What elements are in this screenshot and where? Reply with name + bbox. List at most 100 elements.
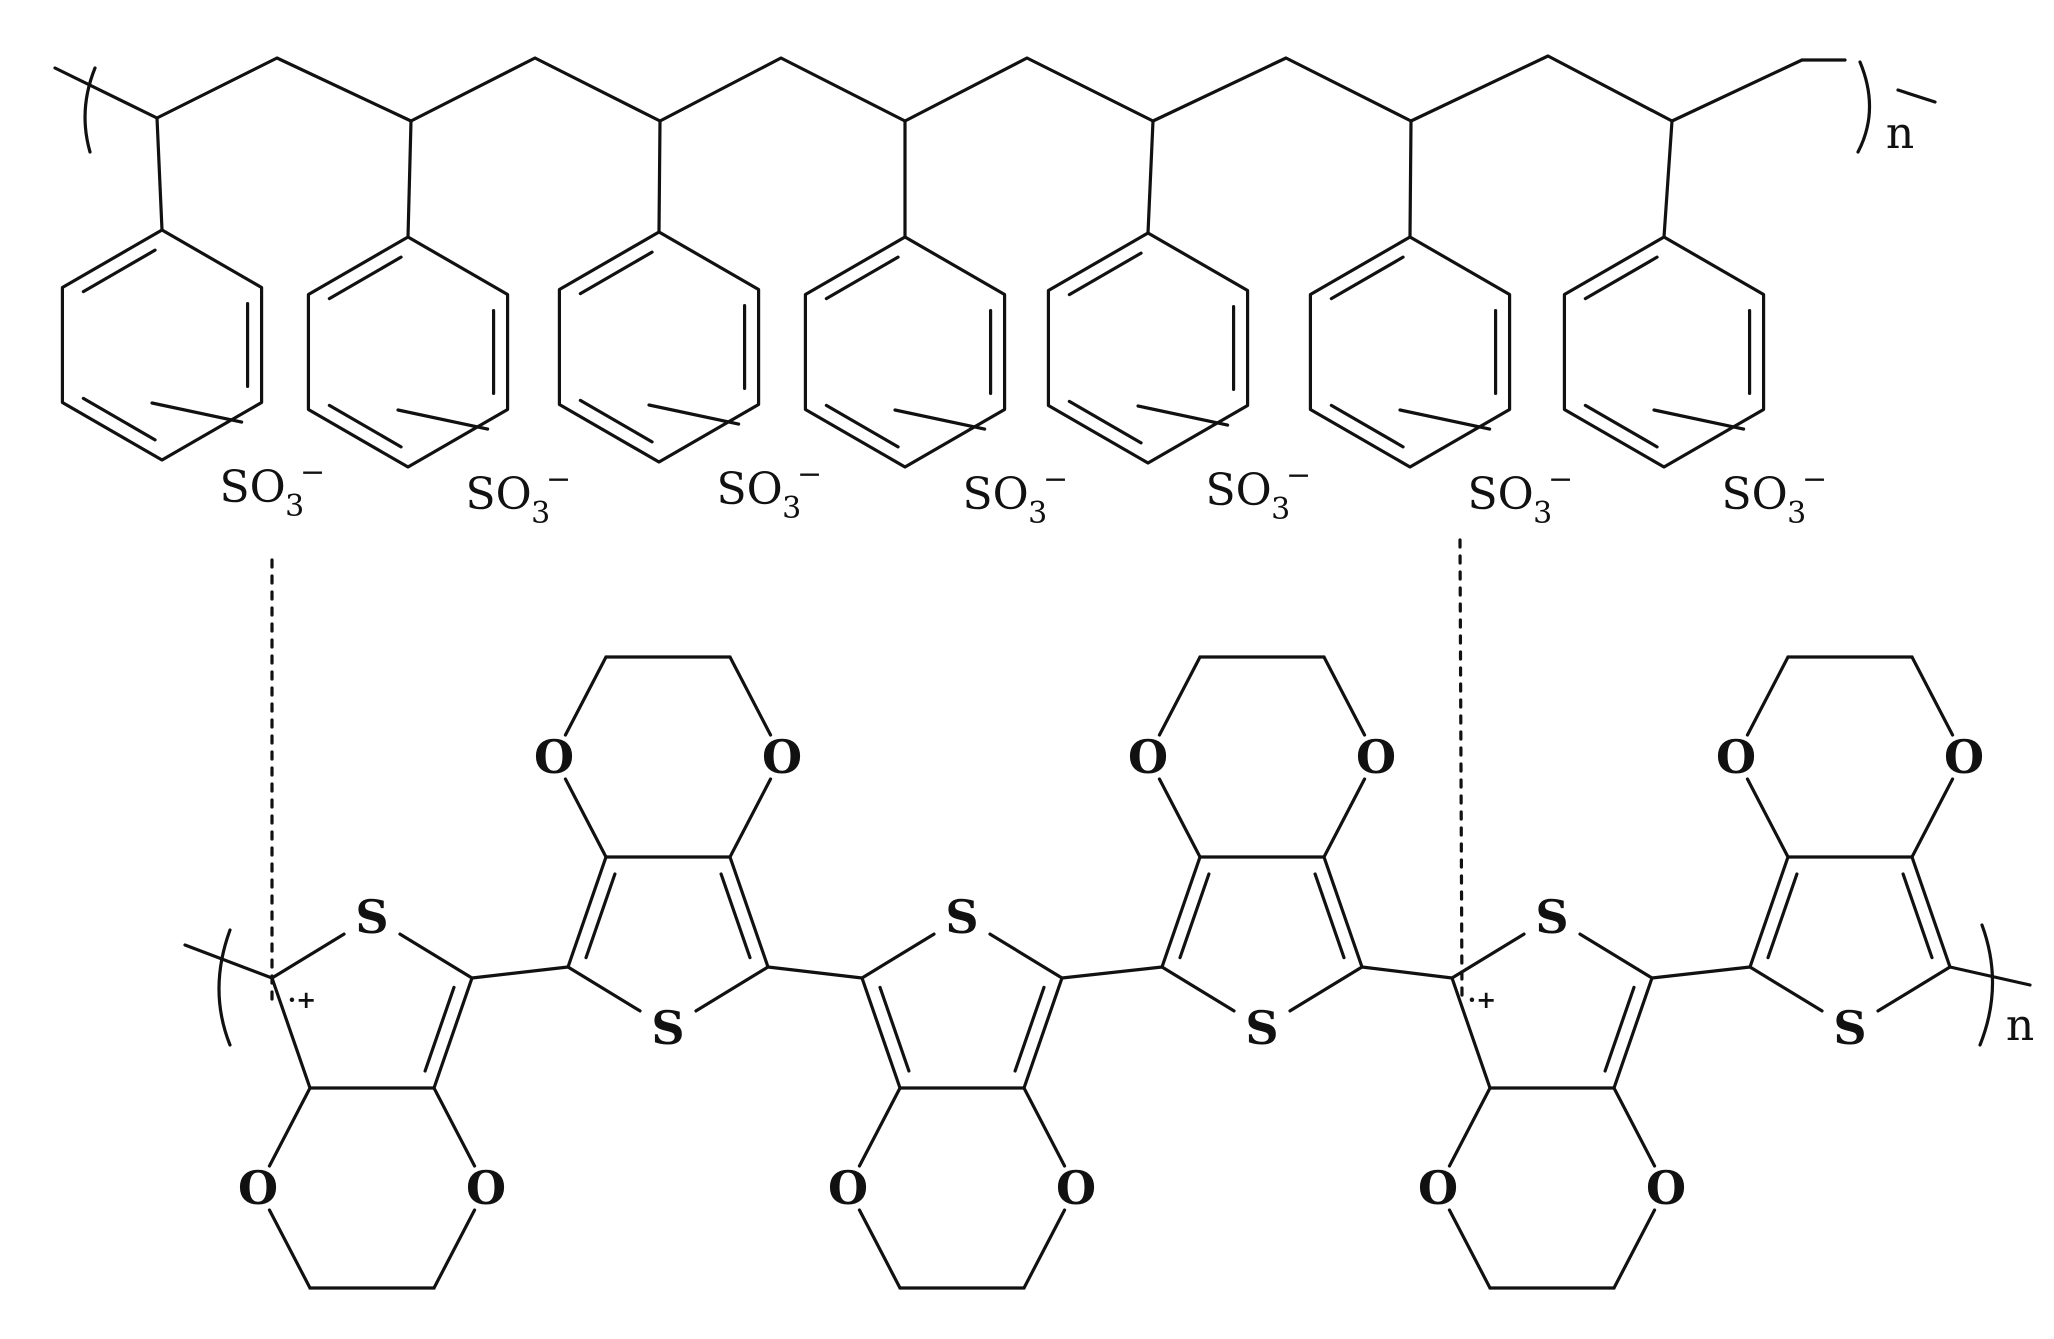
thiophene-s-bond — [1450, 932, 1526, 980]
oxygen-atom: O — [466, 1161, 506, 1215]
sulfonate-label: SO — [1206, 465, 1272, 516]
sulfonate-subscript: 3 — [1787, 496, 1806, 531]
benzene-double-bond — [327, 403, 403, 449]
dioxane-bond — [267, 1208, 312, 1290]
sulfonate-label: SO — [1468, 469, 1534, 520]
benzene-double-bond — [81, 248, 157, 294]
dioxane-bond — [1322, 655, 1367, 737]
radical-cation-mark: ·+ — [288, 985, 316, 1014]
thiophene-bond — [1160, 855, 1202, 969]
thiophene-double-bond — [1178, 872, 1211, 960]
sulfonate-label: SO — [963, 469, 1029, 520]
sulfonate-subscript: 3 — [782, 491, 801, 526]
sulfonate-subscript: 3 — [285, 489, 304, 524]
edot-unit: S O O — [1128, 655, 1396, 1055]
thiophene-double-bond — [584, 872, 617, 960]
thiophene-bond — [728, 855, 770, 969]
dioxane-bond — [432, 1208, 477, 1290]
inter-ring-bond — [1060, 965, 1164, 980]
dioxane-bond — [1157, 777, 1202, 859]
pss-bracket-right — [1856, 60, 1872, 154]
thiophene-bond — [1022, 976, 1064, 1090]
benzene-double-bond — [824, 403, 900, 449]
pss-pendant-bond — [1662, 119, 1674, 239]
thiophene-double-bond — [719, 872, 752, 960]
thiophene-double-bond — [423, 985, 456, 1073]
dioxane-bond — [267, 1086, 312, 1168]
ionic-interactions — [270, 538, 1464, 1002]
sulfur-atom: S — [945, 890, 978, 944]
benzene-double-bond — [1067, 251, 1143, 297]
sulfonate-charge: − — [1802, 462, 1827, 497]
oxygen-atom: O — [1128, 730, 1168, 784]
pedot-chain-end-right — [1948, 965, 2032, 987]
dioxane-bond — [1612, 1086, 1657, 1168]
thiophene-s-bond — [694, 965, 770, 1013]
dioxane-bond — [1022, 1086, 1067, 1168]
sulfonate-charge: − — [1548, 462, 1573, 497]
sulfonate-subscript: 3 — [1028, 496, 1047, 531]
sulfonate-bond — [1652, 408, 1746, 431]
thiophene-bond — [1910, 855, 1952, 969]
sulfur-atom: S — [355, 890, 388, 944]
thiophene-double-bond — [1603, 985, 1636, 1073]
dioxane-bond — [563, 655, 608, 737]
sulfonate-subscript: 3 — [1533, 496, 1552, 531]
inter-ring-bond — [1360, 965, 1454, 980]
benzene-double-bond — [1329, 255, 1405, 301]
sulfonate-label: SO — [466, 469, 532, 520]
thiophene-bond — [1612, 976, 1654, 1090]
sulfonate-label: SO — [220, 462, 286, 513]
pss-backbone-end — [1670, 58, 1804, 123]
dioxane-bond — [728, 777, 773, 859]
pss-pendant-bond — [155, 116, 164, 232]
dioxane-bond — [1910, 777, 1955, 859]
oxygen-atom: O — [1056, 1161, 1096, 1215]
thiophene-bond — [566, 855, 608, 969]
sulfur-atom: S — [1245, 1001, 1278, 1055]
dioxane-bond — [1157, 655, 1202, 737]
thiophene-s-bond — [1288, 965, 1364, 1013]
benzene-ring — [803, 235, 1007, 469]
sulfonate-subscript: 3 — [1271, 492, 1290, 527]
thiophene-s-bond — [860, 932, 936, 980]
benzene-ring — [1308, 235, 1512, 469]
benzene-ring — [60, 228, 264, 462]
thiophene-double-bond — [1013, 985, 1046, 1073]
thiophene-s-bond — [398, 932, 474, 980]
dioxane-bond — [728, 655, 773, 737]
sulfonate-charge: − — [797, 457, 822, 492]
dioxane-bond — [432, 1086, 477, 1168]
dioxane-bond — [1745, 777, 1790, 859]
dioxane-bond — [563, 777, 608, 859]
thiophene-s-bond — [1160, 965, 1236, 1013]
dioxane-bond — [857, 1208, 902, 1290]
pss-pendant-bond — [1408, 119, 1413, 239]
sulfonate-charge: − — [1043, 462, 1068, 497]
sulfonate-bond — [1136, 404, 1230, 427]
radical-cation-mark: ·+ — [1468, 985, 1496, 1014]
oxygen-atom: O — [1944, 730, 1984, 784]
pss-chain-end-right — [1896, 88, 1937, 104]
dioxane-bond — [1447, 1086, 1492, 1168]
thiophene-s-bond — [566, 965, 642, 1013]
oxygen-atom: O — [828, 1161, 868, 1215]
pss-bracket-left — [83, 66, 97, 154]
oxygen-atom: O — [1418, 1161, 1458, 1215]
oxygen-atom: O — [1356, 730, 1396, 784]
pss-backbone — [155, 54, 1674, 123]
thiophene-double-bond — [1901, 872, 1934, 960]
thiophene-s-bond — [1748, 965, 1824, 1013]
sulfonate-charge: − — [546, 462, 571, 497]
sulfonate-bond — [396, 408, 490, 431]
benzene-ring — [557, 230, 761, 464]
